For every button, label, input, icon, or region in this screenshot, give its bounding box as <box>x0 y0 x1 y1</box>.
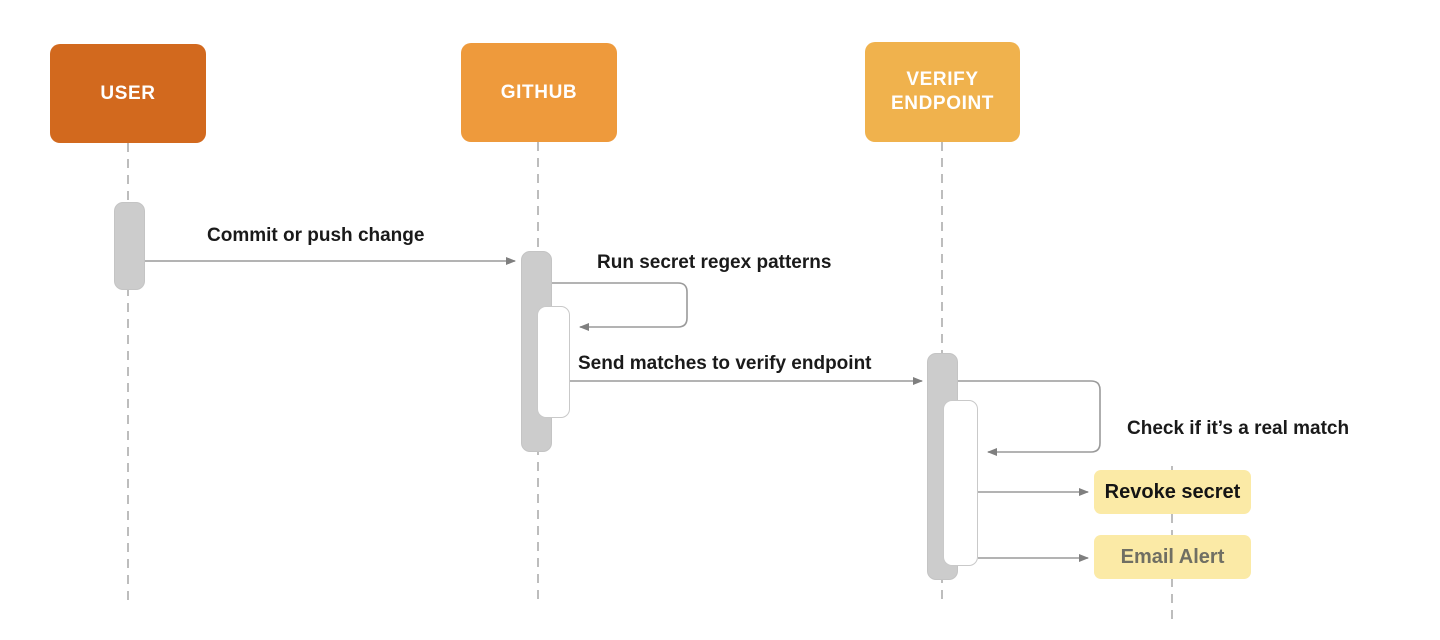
message-label-run-secret-regex-patterns: Run secret regex patterns <box>597 252 832 273</box>
participant-label-verify-endpoint-line1: VERIFY <box>906 69 979 91</box>
participant-label-user: USER <box>100 82 156 104</box>
participant-box-user[interactable]: USER <box>50 44 206 143</box>
participant-box-verify-endpoint[interactable]: VERIFY ENDPOINT <box>865 42 1020 142</box>
note-box-revoke-secret[interactable]: Revoke secret <box>1094 470 1251 514</box>
message-selfloop-check-if-its-a-real-match <box>958 380 1101 456</box>
note-label-revoke-secret: Revoke secret <box>1104 480 1241 503</box>
message-label-send-matches-to-verify-endpoint: Send matches to verify endpoint <box>578 353 872 374</box>
message-label-check-if-its-a-real-match: Check if it’s a real match <box>1127 418 1350 439</box>
participant-label-github: GITHUB <box>500 81 578 103</box>
note-box-email-alert[interactable]: Email Alert <box>1094 535 1251 579</box>
activation-bar-user <box>114 202 145 290</box>
message-selfloop-run-secret-regex-patterns <box>552 282 688 331</box>
note-label-email-alert: Email Alert <box>1120 545 1225 568</box>
participant-box-github[interactable]: GITHUB <box>461 43 617 142</box>
activation-bar-github-nested <box>537 306 570 418</box>
message-label-commit-or-push-change: Commit or push change <box>207 225 425 246</box>
activation-bar-verify-endpoint-nested <box>943 400 978 566</box>
participant-label-verify-endpoint-line2: ENDPOINT <box>891 93 994 114</box>
